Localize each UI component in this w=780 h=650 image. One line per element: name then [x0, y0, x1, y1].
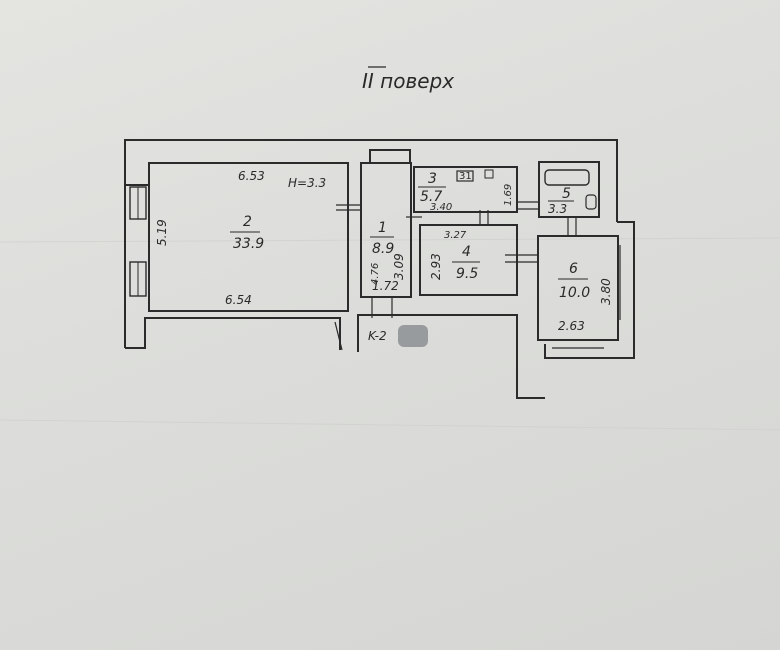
bathtub [544, 169, 590, 186]
room2-number: 2 [243, 214, 252, 230]
room-1 [360, 162, 412, 298]
room3-number: 3 [428, 171, 437, 187]
room1-area: 8.9 [372, 241, 394, 257]
room3-area: 5.7 [420, 189, 442, 205]
labels: 6.53 H=3.3 5.19 2 33.9 6.54 1 8.9 4.76 3… [155, 169, 613, 343]
room6-right-dim: 3.80 [599, 278, 613, 305]
room2-bottom-dim: 6.54 [225, 293, 252, 307]
room2-area: 33.9 [233, 236, 264, 252]
balcony-wall [544, 221, 635, 359]
room6-area: 10.0 [559, 285, 590, 301]
room2-left-dim: 5.19 [155, 219, 169, 246]
room2-height: H=3.3 [288, 176, 326, 190]
paper-texture [0, 237, 780, 431]
room3-dim: 3.40 [430, 202, 452, 213]
blurred-stamp [398, 325, 428, 347]
room-5 [538, 161, 600, 218]
room3-icon: 31 [459, 171, 472, 182]
room4-area: 9.5 [456, 266, 478, 282]
room-4 [419, 224, 518, 296]
room5-number: 5 [562, 186, 571, 202]
room3-side: 1.69 [503, 184, 514, 206]
room4-top-dim: 3.27 [444, 230, 467, 241]
room4-number: 4 [462, 244, 471, 260]
room1-width-a: 4.76 [370, 263, 381, 285]
lower-wall-left [125, 317, 341, 350]
room5-area: 3.3 [548, 202, 567, 216]
lower-wall-right [357, 314, 545, 399]
room1-number: 1 [378, 220, 387, 236]
room6-number: 6 [569, 261, 578, 277]
toilet [585, 194, 597, 210]
floor-plan [124, 139, 635, 399]
outer-wall-top [124, 139, 618, 348]
room6-bottom-dim: 2.63 [558, 319, 585, 333]
room-6 [537, 235, 619, 341]
room1-bottom-dim: 1.72 [372, 279, 399, 293]
room2-top-dim: 6.53 [238, 169, 265, 183]
room-3-fixture [456, 170, 474, 182]
entrance-label: K-2 [368, 329, 387, 343]
room4-left-dim: 2.93 [429, 253, 443, 280]
room1-width-b: 3.09 [392, 253, 406, 280]
room-2 [148, 162, 349, 312]
room-1-niche [369, 149, 411, 163]
floor-title: II поверх [362, 69, 454, 93]
room-3 [413, 166, 518, 213]
